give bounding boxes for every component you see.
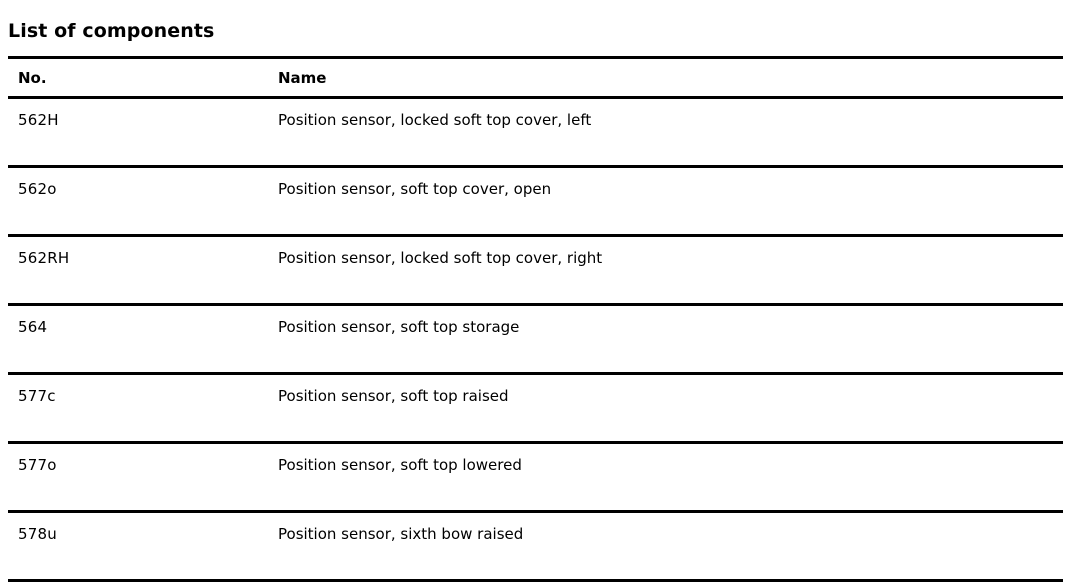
table-header: No. Name [8,56,1063,99]
cell-component-number: 577o [8,442,268,513]
cell-component-name: Position sensor, soft top raised [268,373,1063,444]
cell-component-name: Position sensor, soft top storage [268,304,1063,375]
column-header-no: No. [8,56,268,99]
page-title: List of components [8,19,215,42]
cell-component-name: Position sensor, soft top lowered [268,442,1063,513]
cell-component-name: Position sensor, soft top cover, open [268,166,1063,237]
cell-component-number: 577c [8,373,268,444]
cell-component-number: 578u [8,511,268,582]
cell-component-name: Position sensor, locked soft top cover, … [268,97,1063,168]
cell-component-number: 562RH [8,235,268,306]
cell-component-number: 564 [8,304,268,375]
cell-component-name: Position sensor, sixth bow raised [268,511,1063,582]
cell-component-number: 562o [8,166,268,237]
cell-component-name: Position sensor, locked soft top cover, … [268,235,1063,306]
table-header-row: No. Name [8,56,1063,99]
column-header-name: Name [268,56,1063,99]
cell-component-number: 562H [8,97,268,168]
